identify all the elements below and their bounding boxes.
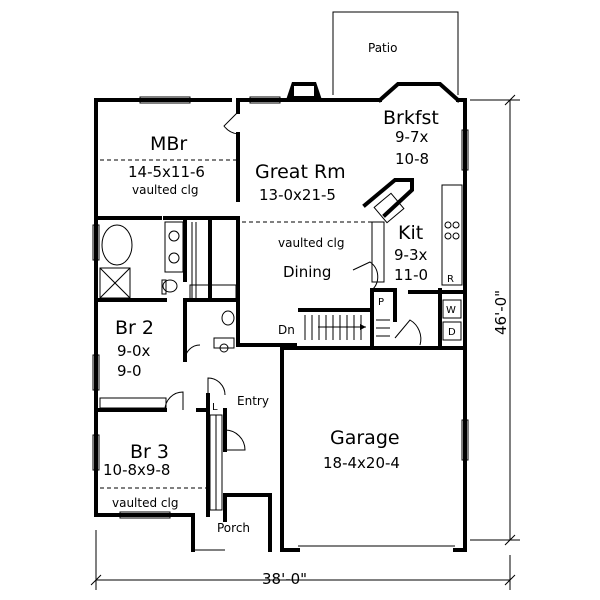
fireplace (286, 82, 322, 100)
overall-depth: 46'-0" (492, 290, 510, 335)
dimension-width-line (90, 530, 516, 590)
brkfst-dim-2: 10-8 (395, 150, 429, 168)
great-room-dim: 13-0x21-5 (259, 186, 336, 204)
door-swings (164, 111, 422, 451)
kit-name: Kit (398, 222, 423, 244)
brkfst-name: Brkfst (383, 107, 439, 129)
entry-label: Entry (237, 394, 269, 408)
mbr-note: vaulted clg (132, 183, 198, 197)
br2-name: Br 2 (115, 317, 154, 339)
overall-width: 38'-0" (262, 570, 307, 588)
mbr-dim: 14-5x11-6 (128, 163, 205, 181)
patio (332, 11, 459, 95)
dryer-label: D (448, 327, 456, 338)
great-room-name: Great Rm (255, 161, 346, 183)
kitchen-counters (371, 184, 463, 341)
br3-dim: 10-8x9-8 (103, 461, 170, 479)
dining-label: Dining (283, 263, 331, 281)
stairs (304, 315, 390, 340)
kit-dim-1: 9-3x (394, 246, 427, 264)
kit-dim-2: 11-0 (394, 266, 428, 284)
br2-dim-1: 9-0x (117, 342, 150, 360)
washer-label: W (446, 305, 456, 316)
garage-dim: 18-4x20-4 (323, 454, 400, 472)
br2-dim-2: 9-0 (117, 362, 142, 380)
linen-label: L (212, 402, 218, 413)
great-room-note: vaulted clg (278, 236, 344, 250)
mbr-name: MBr (150, 133, 187, 155)
porch-label: Porch (217, 521, 250, 535)
stairs-down-label: Dn (278, 323, 295, 337)
garage-name: Garage (330, 427, 400, 449)
patio-label: Patio (368, 41, 397, 55)
br3-note: vaulted clg (112, 496, 178, 510)
windows (92, 96, 469, 519)
dimension-depth-line (470, 94, 520, 546)
brkfst-dim-1: 9-7x (395, 128, 428, 146)
hall-bath-fixtures (189, 284, 237, 353)
master-bath-fixtures (99, 221, 197, 299)
interior-walls (94, 98, 467, 517)
refrigerator-label: R (447, 274, 454, 285)
pantry-label: P (378, 297, 384, 308)
ceiling-lines (100, 159, 380, 489)
exterior-walls (94, 82, 467, 552)
br3-name: Br 3 (130, 441, 169, 463)
